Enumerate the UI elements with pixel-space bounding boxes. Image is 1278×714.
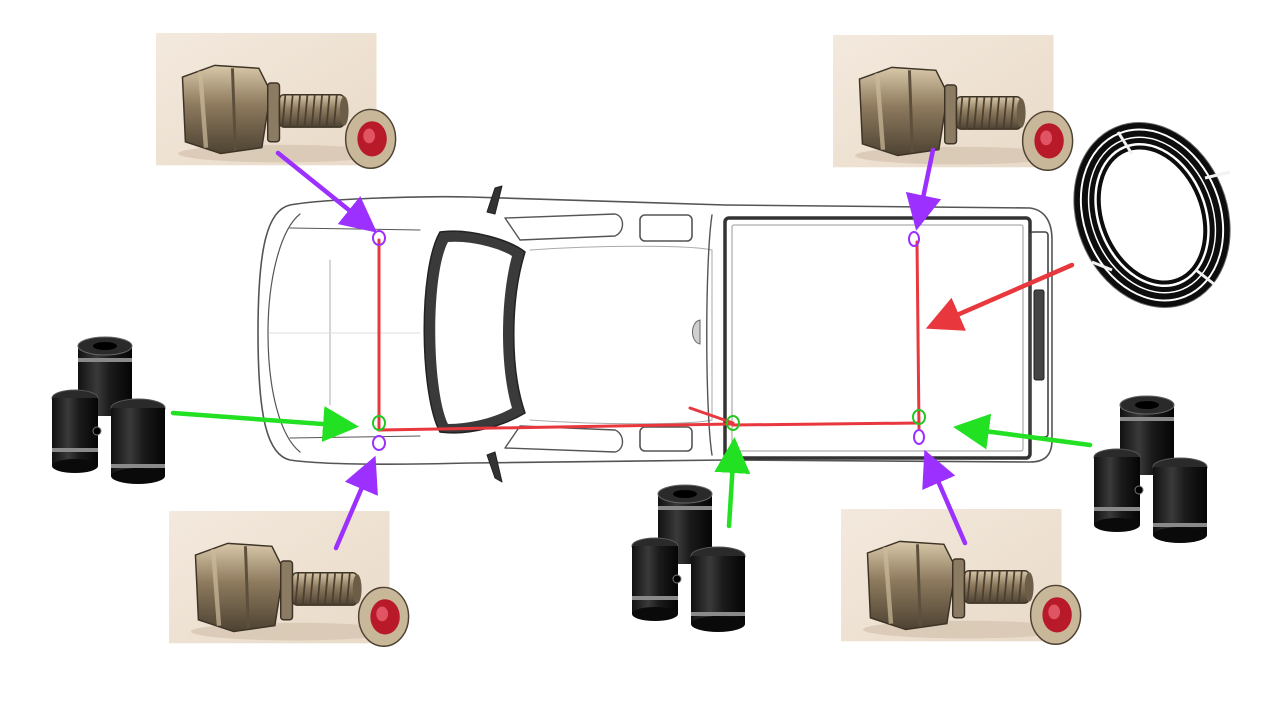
air-line-trunk-rear <box>731 421 921 427</box>
valve-photo-front-left <box>156 33 396 168</box>
arrow-tee-middle <box>714 437 751 529</box>
air-line-rear-axle <box>915 240 921 430</box>
markers <box>372 230 926 451</box>
truck-diagram <box>257 185 1053 483</box>
tee-marker-front <box>372 415 386 431</box>
arrow-tee-front <box>170 406 359 442</box>
valve-marker-rear-left <box>372 435 386 451</box>
arrow-air-line <box>925 262 1075 331</box>
arrows <box>170 147 1093 551</box>
valve-photo-rear-left <box>169 511 409 646</box>
arrow-valve-rear-right <box>922 449 968 546</box>
arrow-tee-rear <box>953 413 1093 450</box>
air-line-trunk-front <box>377 422 735 432</box>
arrow-valve-front-right <box>905 147 942 231</box>
tee-marker-rear <box>912 409 926 425</box>
valve-marker-front-right <box>908 231 920 247</box>
tee-photo-front <box>51 336 166 485</box>
valve-marker-rear-right <box>913 429 925 445</box>
valve-marker-front-left <box>372 230 386 246</box>
hose-coil-icon <box>1073 122 1231 308</box>
air-line-cab-branch <box>688 406 735 425</box>
air-line-routing <box>377 238 921 432</box>
arrow-valve-front-left <box>275 150 378 233</box>
arrow-valve-rear-left <box>333 455 378 551</box>
valve-photo-front-right <box>833 35 1073 170</box>
tee-marker-middle <box>726 415 740 431</box>
tee-photo-rear <box>1093 395 1208 544</box>
